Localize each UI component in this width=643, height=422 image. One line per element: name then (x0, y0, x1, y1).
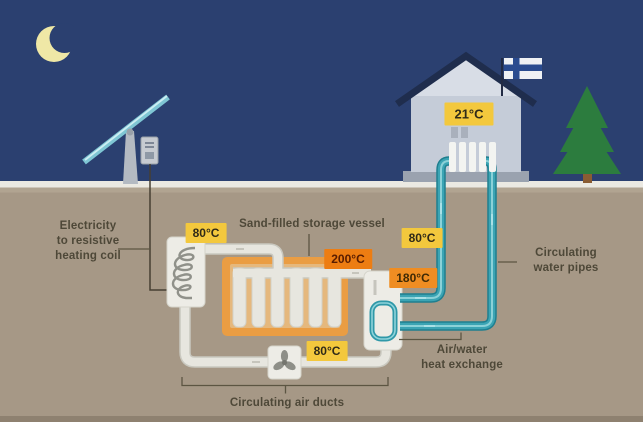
crescent-moon-icon (36, 23, 80, 62)
duct-flow-marks (236, 248, 359, 363)
vessel-air-channels (232, 267, 342, 328)
radiator-icon (449, 142, 496, 172)
water-pipe-supply (400, 156, 450, 303)
electricity-annotation: Electricity to resistive heating coil (55, 220, 121, 262)
road-strip (0, 181, 643, 188)
resistive-heating-coil-icon (166, 236, 206, 308)
house-plinth (403, 171, 529, 182)
house-temp-badge: 21°C (444, 102, 494, 126)
pipe-flow-marks (415, 203, 493, 327)
electricity-wire (149, 164, 167, 291)
vessel-core-temp-badge: 200°C (324, 249, 372, 269)
exchanger-temp-badge: 180°C (389, 268, 437, 288)
footer-strip (0, 416, 643, 422)
night-sky (0, 0, 643, 182)
air-return-temp-badge: 80°C (306, 341, 348, 361)
house-gable (411, 58, 521, 96)
pine-tree-icon (553, 86, 621, 183)
soil-band (0, 187, 643, 193)
finland-flag-icon (501, 58, 542, 96)
air-ducts-annotation: Circulating air ducts (229, 397, 345, 409)
fan-icon (267, 345, 302, 380)
solar-panel-icon (82, 94, 170, 184)
coil-outlet-temp-badge: 80°C (185, 223, 227, 243)
storage-vessel-annotation: Sand-filled storage vessel (239, 218, 385, 230)
leader-lines (118, 234, 517, 394)
air-water-heat-exchanger (363, 270, 403, 351)
heat-exchange-annotation: Air/water heat exchange (421, 344, 503, 371)
water-supply-temp-badge: 80°C (401, 228, 443, 248)
leader-heat-exchange (399, 332, 462, 341)
water-pipes-annotation: Circulating water pipes (533, 247, 599, 274)
house-roof (395, 51, 537, 107)
